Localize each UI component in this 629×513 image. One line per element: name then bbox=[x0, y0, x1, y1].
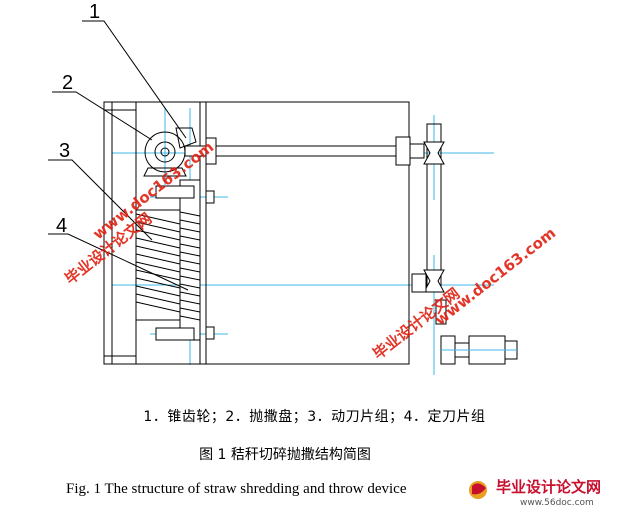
logo-url: www.56doc.com bbox=[520, 498, 594, 508]
callout-2-leader bbox=[52, 91, 153, 141]
fixed-blades bbox=[179, 211, 201, 321]
bearing-right bbox=[395, 136, 411, 166]
logo-cn: 毕业设计论文网 bbox=[496, 478, 601, 496]
bottom-pulley bbox=[423, 269, 445, 293]
shaft-body bbox=[184, 145, 421, 157]
belt-drive bbox=[411, 123, 518, 365]
callout-3: 3 bbox=[59, 140, 70, 162]
top-pulley bbox=[423, 141, 445, 165]
upper-hub bbox=[155, 185, 195, 199]
callout-3-leader bbox=[48, 159, 153, 241]
lower-hub bbox=[155, 327, 195, 341]
bevel-gear-tooth bbox=[175, 127, 197, 149]
figure-caption-cn: 图 1 秸秆切碎抛撒结构简图 bbox=[199, 447, 371, 463]
blade-stack bbox=[135, 179, 215, 341]
drive-shaft bbox=[184, 136, 425, 166]
bearing-left bbox=[205, 137, 217, 165]
callout-leaders bbox=[48, 20, 189, 291]
callout-4-leader bbox=[48, 233, 189, 291]
figure-caption-en: Fig. 1 The structure of straw shredding … bbox=[66, 481, 407, 497]
callout-1: 1 bbox=[89, 1, 100, 23]
callout-2: 2 bbox=[62, 72, 73, 94]
moving-blades bbox=[135, 213, 181, 313]
callout-4: 4 bbox=[56, 215, 67, 237]
vertical-shaft bbox=[179, 179, 201, 341]
housing-outline bbox=[103, 101, 410, 365]
watermark-url-2: www.doc163.com bbox=[431, 224, 559, 329]
bevel-gear bbox=[143, 127, 197, 177]
site-logo: 毕业设计论文网 www.56doc.com bbox=[469, 478, 601, 508]
callout-1-leader bbox=[82, 20, 187, 139]
parts-legend: 1．锥齿轮；2．抛撒盘；3．动刀片组；4．定刀片组 bbox=[143, 409, 486, 425]
